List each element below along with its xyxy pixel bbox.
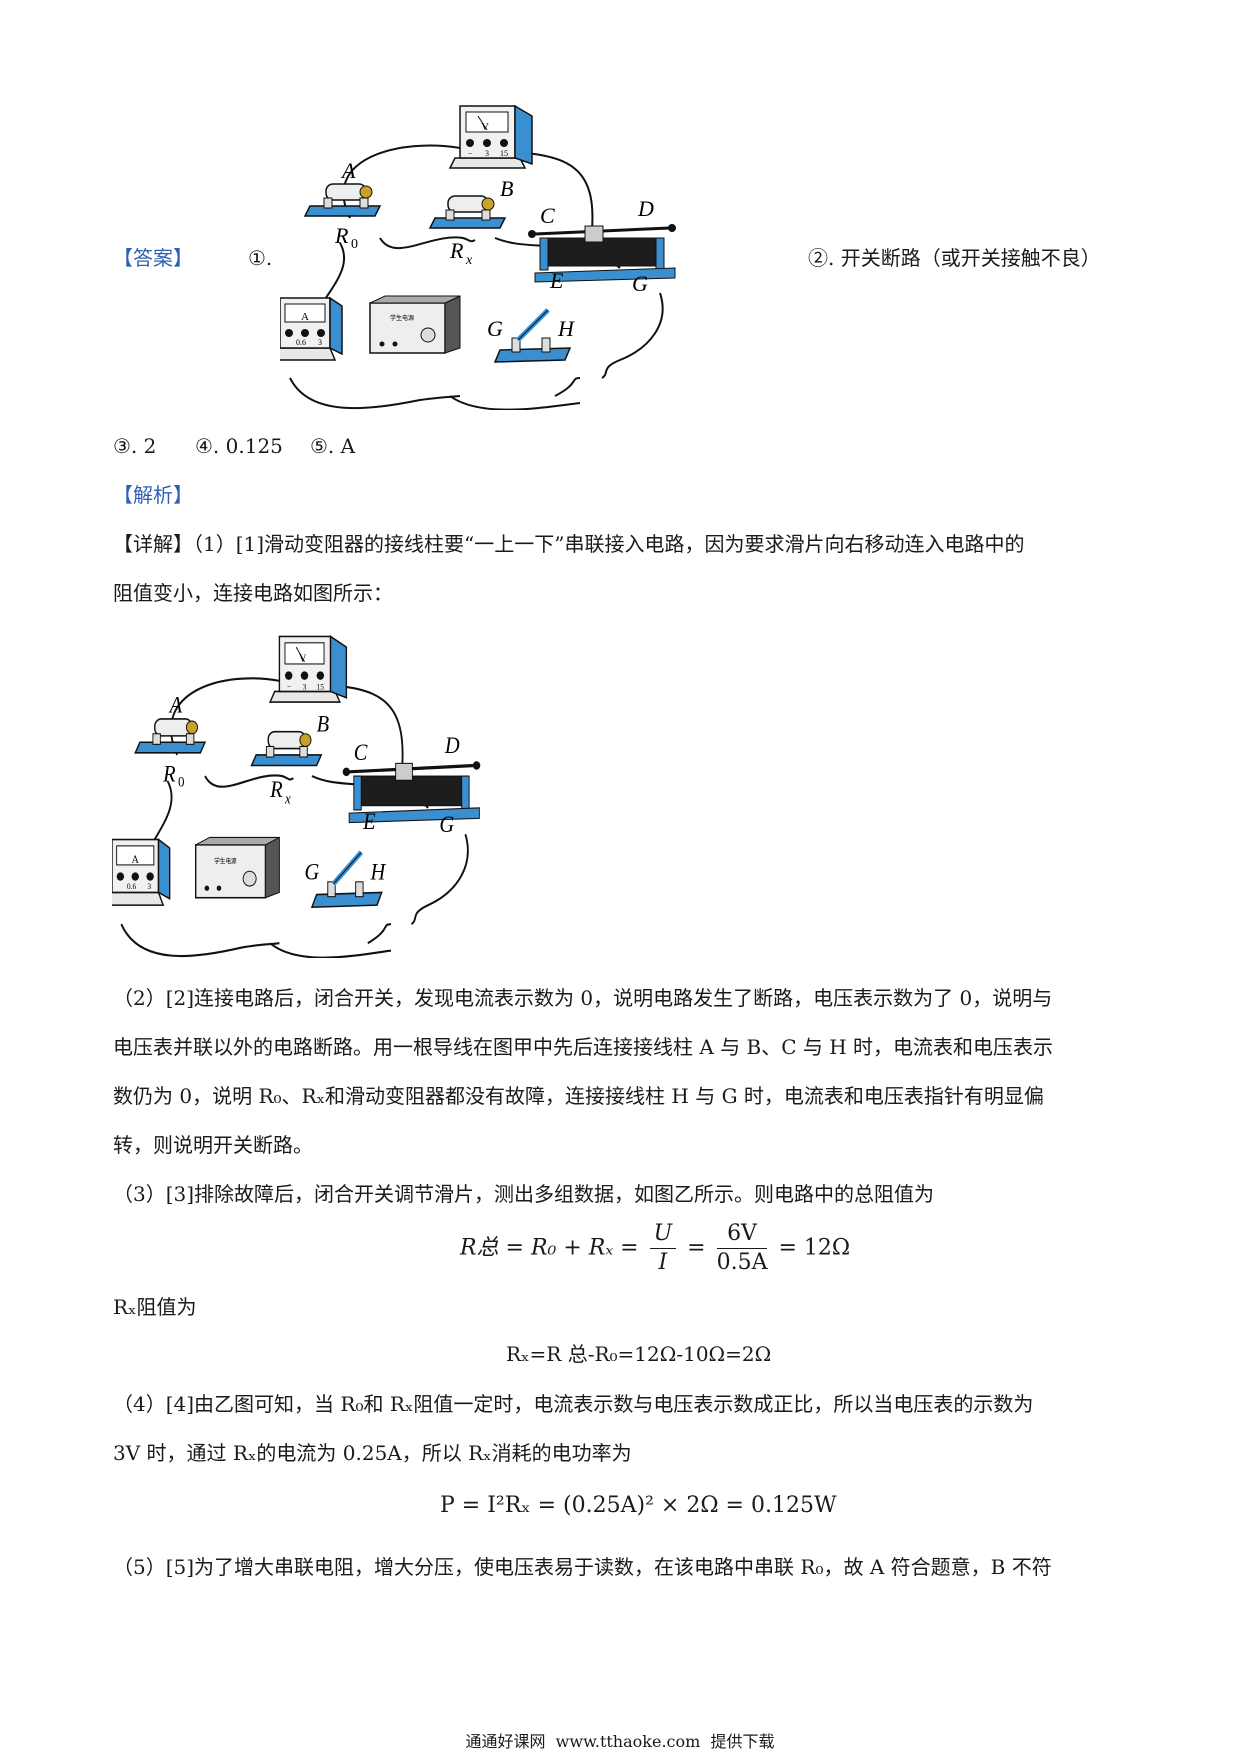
detail-p1-line2: 阻值变小，连接电路如图所示： bbox=[113, 581, 393, 605]
answer-item-2: ②. 开关断路（或开关接触不良） bbox=[808, 246, 1101, 270]
resistor-r0-icon bbox=[303, 183, 382, 217]
circuit-diagram-detail: V − 3 15 A R 0 B R x C D E G A bbox=[112, 635, 481, 958]
detail-p2-line4: 转，则说明开关断路。 bbox=[113, 1133, 313, 1157]
svg-text:−: − bbox=[287, 682, 292, 692]
svg-text:3: 3 bbox=[303, 682, 307, 692]
detail-p3-line1: （3）[3]排除故障后，闭合开关调节滑片，测出多组数据，如图乙所示。则电路中的总… bbox=[113, 1182, 935, 1206]
voltmeter-label: V bbox=[481, 121, 489, 133]
svg-text:0: 0 bbox=[178, 775, 185, 791]
rheostat-icon bbox=[342, 761, 481, 824]
svg-text:−: − bbox=[468, 149, 473, 158]
analysis-tag: 【解析】 bbox=[113, 483, 193, 507]
eq1-rhs: = 12Ω bbox=[778, 1235, 851, 1261]
svg-text:15: 15 bbox=[500, 149, 508, 158]
label-g-switch: G bbox=[487, 316, 503, 341]
switch-icon bbox=[310, 850, 383, 909]
answer-item-1: ①. bbox=[248, 246, 273, 270]
equation-rx: Rₓ=R 总-R₀=12Ω-10Ω=2Ω bbox=[506, 1342, 772, 1366]
ammeter-icon: A 0.6 3 bbox=[112, 838, 171, 906]
eq1-num1: U bbox=[649, 1220, 677, 1249]
voltmeter-icon: V − 3 15 bbox=[268, 635, 348, 703]
eq1-num2: 6V bbox=[716, 1220, 768, 1249]
label-d: D bbox=[637, 196, 654, 221]
eq1-eq: = bbox=[687, 1235, 706, 1261]
power-supply-icon: 学生电源 bbox=[369, 295, 461, 354]
rheostat-icon bbox=[528, 224, 676, 283]
svg-text:E: E bbox=[362, 808, 376, 835]
page-footer: 通通好课网 www.tthaoke.com 提供下载 bbox=[465, 1732, 775, 1751]
label-b: B bbox=[500, 176, 513, 201]
svg-text:D: D bbox=[444, 732, 460, 759]
eq1-den2: 0.5A bbox=[716, 1250, 768, 1275]
detail-p5-line1: （5）[5]为了增大串联电阻，增大分压，使电压表易于读数，在该电路中串联 R₀，… bbox=[113, 1555, 1052, 1579]
detail-p3-line2: Rₓ阻值为 bbox=[113, 1295, 197, 1319]
svg-text:x: x bbox=[465, 253, 473, 268]
label-rx: R bbox=[449, 238, 464, 263]
detail-p4-line1: （4）[4]由乙图可知，当 R₀和 Rₓ阻值一定时，电流表示数与电压表示数成正比… bbox=[113, 1392, 1034, 1416]
label-r0: R bbox=[334, 223, 349, 248]
label-a: A bbox=[340, 158, 356, 183]
detail-p2-line2: 电压表并联以外的电路断路。用一根导线在图甲中先后连接接线柱 A 与 B、C 与 … bbox=[113, 1035, 1054, 1059]
svg-text:A: A bbox=[168, 691, 183, 718]
label-h: H bbox=[557, 316, 575, 341]
equation-power: P = I²Rₓ = (0.25A)² × 2Ω = 0.125W bbox=[440, 1493, 837, 1518]
detail-paragraph-1: 【详解】（1）[1]滑动变阻器的接线柱要“一上一下”串联接入电路，因为要求滑片向… bbox=[113, 520, 1133, 618]
resistor-rx-icon bbox=[250, 730, 323, 767]
label-c: C bbox=[540, 203, 555, 228]
svg-text:B: B bbox=[317, 710, 329, 737]
svg-text:学生电源: 学生电源 bbox=[390, 314, 414, 322]
svg-text:H: H bbox=[370, 858, 387, 885]
ammeter-icon: A 0.6 3 bbox=[280, 296, 343, 361]
svg-text:V: V bbox=[299, 652, 306, 665]
svg-text:C: C bbox=[354, 739, 368, 766]
svg-text:A: A bbox=[301, 311, 309, 323]
detail-p4-line2: 3V 时，通过 Rₓ的电流为 0.25A，所以 Rₓ消耗的电功率为 bbox=[113, 1441, 632, 1465]
detail-p2-line3: 数仍为 0，说明 R₀、Rₓ和滑动变阻器都没有故障，连接接线柱 H 与 G 时，… bbox=[113, 1084, 1044, 1108]
svg-text:0.6: 0.6 bbox=[127, 882, 136, 892]
resistor-r0-icon bbox=[134, 718, 207, 754]
answer-item-3: ③. 2 bbox=[113, 434, 157, 458]
svg-text:学生电源: 学生电源 bbox=[214, 856, 236, 864]
answer-tag: 【答案】 bbox=[113, 246, 193, 270]
detail-tag: 【详解】 bbox=[113, 532, 193, 556]
svg-text:R: R bbox=[162, 760, 176, 787]
eq1-den1: I bbox=[658, 1250, 668, 1275]
svg-text:A: A bbox=[132, 853, 139, 866]
power-supply-icon: 学生电源 bbox=[195, 836, 280, 899]
switch-icon bbox=[493, 308, 572, 363]
svg-text:G: G bbox=[305, 858, 320, 885]
svg-text:15: 15 bbox=[317, 682, 324, 692]
detail-paragraph-4: （4）[4]由乙图可知，当 R₀和 Rₓ阻值一定时，电流表示数与电压表示数成正比… bbox=[113, 1380, 1143, 1478]
svg-text:3: 3 bbox=[485, 149, 489, 158]
voltmeter-icon: V − 3 15 bbox=[448, 104, 533, 169]
svg-text:G: G bbox=[439, 811, 454, 838]
svg-text:R: R bbox=[269, 776, 283, 803]
svg-text:3: 3 bbox=[147, 882, 151, 892]
answer-item-4: ④. 0.125 bbox=[195, 434, 283, 458]
svg-text:0: 0 bbox=[351, 237, 358, 252]
detail-p1-line1: （1）[1]滑动变阻器的接线柱要“一上一下”串联接入电路，因为要求滑片向右移动连… bbox=[193, 532, 1025, 556]
label-e: E bbox=[549, 268, 564, 293]
circuit-diagram-answer: V − 3 15 A R 0 B R x C D E G bbox=[280, 104, 676, 410]
svg-text:0.6: 0.6 bbox=[296, 338, 306, 347]
detail-p2-line1: （2）[2]连接电路后，闭合开关，发现电流表示数为 0，说明电路发生了断路，电压… bbox=[113, 986, 1053, 1010]
label-g-rheostat: G bbox=[632, 271, 648, 296]
svg-text:3: 3 bbox=[318, 338, 322, 347]
detail-paragraph-2: （2）[2]连接电路后，闭合开关，发现电流表示数为 0，说明电路发生了断路，电压… bbox=[113, 974, 1143, 1170]
resistor-rx-icon bbox=[428, 195, 507, 229]
svg-text:x: x bbox=[284, 792, 291, 808]
eq1-lhs: R总 = R₀ + Rₓ = bbox=[460, 1235, 639, 1261]
answer-item-5: ⑤. A bbox=[310, 434, 356, 458]
